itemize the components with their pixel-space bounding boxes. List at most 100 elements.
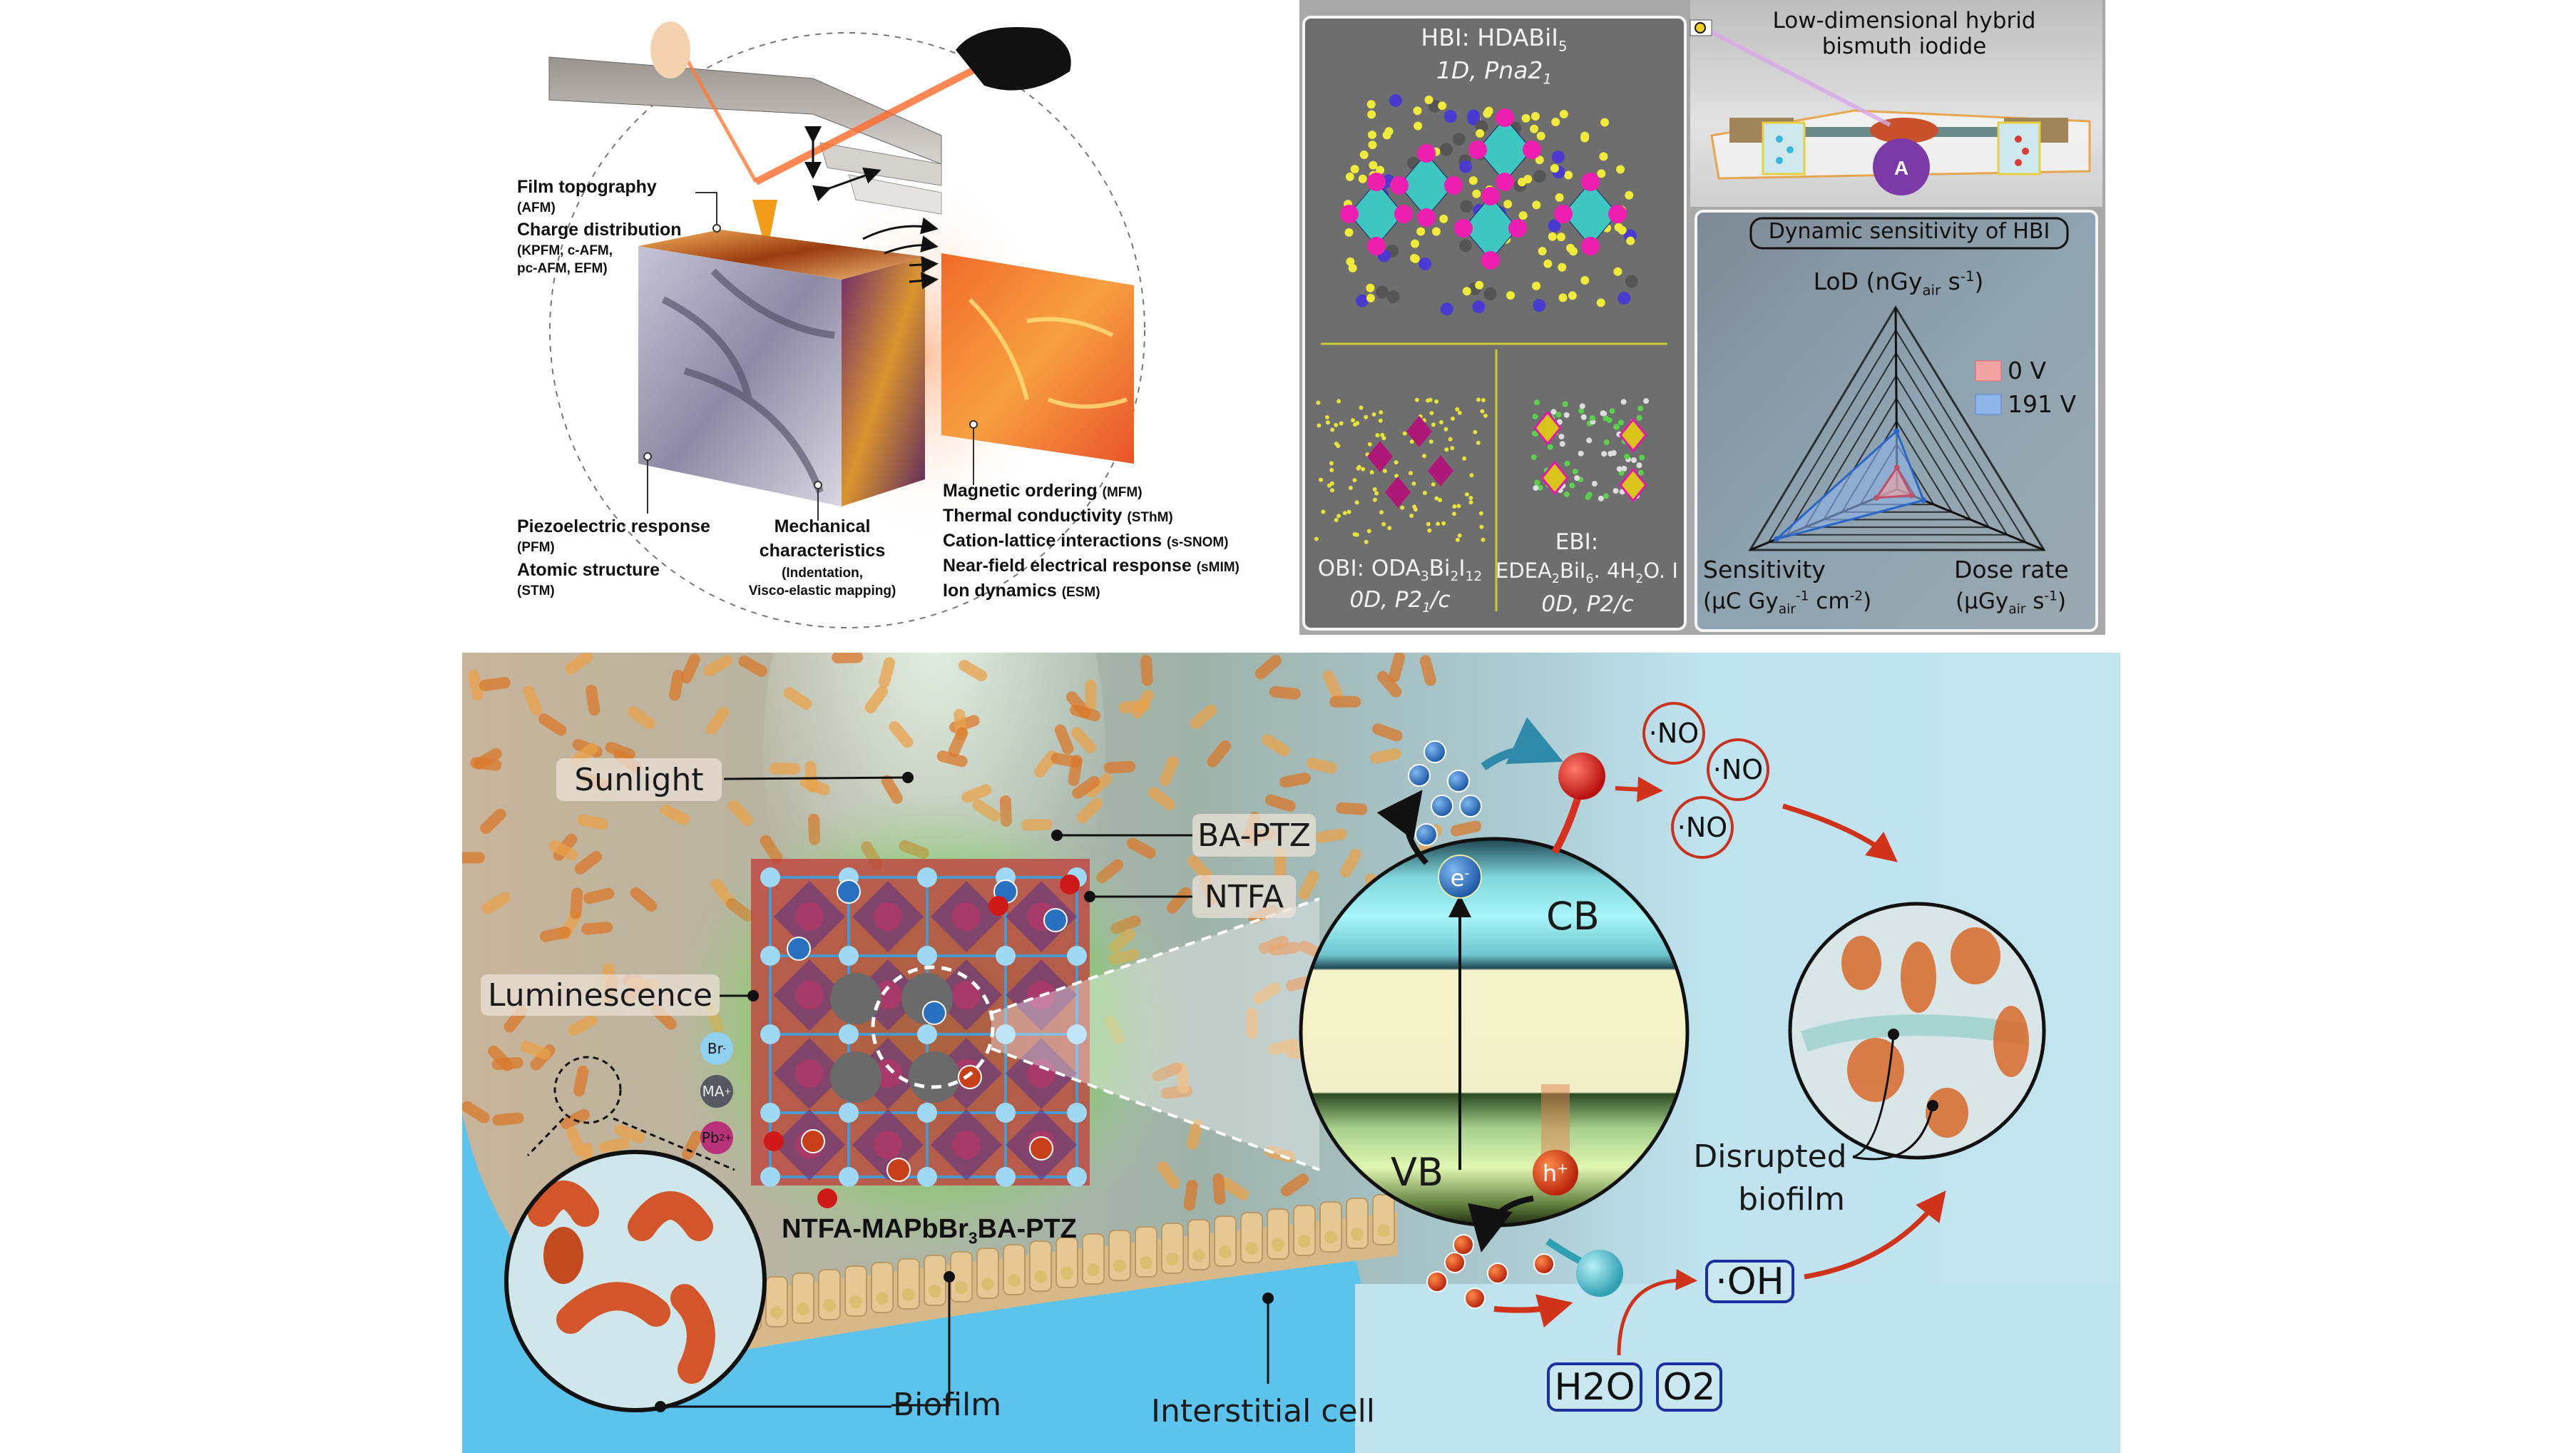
legend-label-0v: 0 V bbox=[2008, 357, 2047, 384]
atom bbox=[1346, 509, 1351, 514]
epithelial-cell bbox=[897, 1258, 920, 1310]
ebi-text: EDEA bbox=[1496, 559, 1552, 583]
atom bbox=[1414, 397, 1419, 402]
label-interstitial-cell: Interstitial cell bbox=[1150, 1393, 1376, 1429]
atom bbox=[1422, 454, 1427, 459]
atom bbox=[1364, 414, 1369, 419]
atom bbox=[1548, 232, 1557, 241]
atom bbox=[1456, 504, 1461, 509]
atom bbox=[1452, 133, 1466, 146]
disrupted-biofilm-magnifier bbox=[1790, 904, 2044, 1158]
atom bbox=[1521, 113, 1530, 123]
bacterium bbox=[1265, 794, 1296, 812]
iodine-atom bbox=[1367, 237, 1386, 255]
atom bbox=[1412, 504, 1417, 509]
iodine-atom bbox=[1581, 237, 1600, 255]
iodine-atom bbox=[1554, 205, 1573, 223]
cell-nucleus bbox=[1034, 1270, 1047, 1283]
bacterium bbox=[1316, 828, 1347, 843]
atom bbox=[1533, 399, 1540, 406]
atom bbox=[1444, 447, 1449, 452]
iodine-atom bbox=[1468, 141, 1487, 159]
hbi-title-text: HBI: HDABiI bbox=[1421, 24, 1558, 51]
electron bbox=[1438, 855, 1482, 899]
bacterium bbox=[1268, 1038, 1299, 1055]
ion-br: Br- bbox=[700, 1032, 733, 1065]
free-electron bbox=[1447, 770, 1470, 792]
technique-label: Magnetic ordering bbox=[943, 481, 1103, 501]
atom bbox=[1409, 439, 1414, 444]
obi-group-text: 0D, P2 bbox=[1349, 587, 1423, 613]
label-atomic-structure: Atomic structure bbox=[517, 560, 660, 580]
epithelial-cell bbox=[1135, 1226, 1157, 1278]
atom bbox=[1483, 287, 1497, 300]
bacterium bbox=[669, 669, 684, 701]
bacterium bbox=[1070, 704, 1100, 722]
bacterium bbox=[1054, 724, 1074, 755]
bacterium bbox=[660, 804, 690, 825]
atom bbox=[1457, 410, 1462, 415]
radar-axis-lod: LoD (nGyair s-1) bbox=[1814, 270, 1984, 297]
atom bbox=[1414, 121, 1423, 131]
atom bbox=[1448, 437, 1453, 442]
hole-text: h bbox=[1542, 1160, 1558, 1187]
atom bbox=[1367, 442, 1372, 447]
obi-sub: 2 bbox=[1450, 569, 1459, 585]
atom bbox=[1372, 487, 1377, 492]
pb-atom bbox=[795, 902, 824, 931]
epithelial-cell bbox=[924, 1255, 946, 1306]
atom bbox=[1324, 414, 1329, 419]
atom bbox=[1458, 239, 1472, 253]
technique-method: (ESM) bbox=[1061, 585, 1100, 600]
bismuth-iodide-panel bbox=[1299, 0, 2105, 635]
iodine-atom bbox=[1523, 141, 1541, 159]
bii-octahedron bbox=[1406, 416, 1432, 447]
atom bbox=[1555, 412, 1562, 418]
label-biofilm: Biofilm bbox=[893, 1387, 1002, 1423]
free-electron bbox=[1459, 795, 1482, 817]
free-electron bbox=[1408, 764, 1431, 787]
bacterium bbox=[615, 1124, 645, 1143]
ntfa-group bbox=[1060, 875, 1080, 894]
atom bbox=[1636, 414, 1642, 421]
bacterium bbox=[630, 887, 658, 912]
bacterium bbox=[586, 684, 600, 716]
atom bbox=[1359, 151, 1369, 160]
atom bbox=[1596, 298, 1605, 307]
atom bbox=[1603, 439, 1610, 446]
no-radical: ·NO bbox=[1707, 738, 1769, 801]
electron bbox=[1043, 908, 1068, 932]
atom bbox=[1464, 492, 1469, 497]
atom bbox=[1336, 399, 1341, 404]
atom bbox=[1547, 444, 1553, 450]
bacterium bbox=[769, 763, 801, 775]
cell-nucleus bbox=[981, 1278, 994, 1290]
br-atom bbox=[839, 1103, 859, 1123]
atom bbox=[1440, 143, 1453, 156]
atom bbox=[1366, 529, 1371, 534]
atom bbox=[1506, 291, 1516, 300]
atom bbox=[1550, 163, 1559, 173]
atom bbox=[1468, 496, 1473, 501]
bacterium bbox=[1167, 887, 1192, 914]
atom bbox=[1402, 431, 1407, 436]
label-characteristics: characteristics bbox=[759, 541, 886, 561]
ebi-formula: EDEA2BiI6. 4H2O. I bbox=[1496, 559, 1678, 586]
atom bbox=[1483, 413, 1488, 418]
atom bbox=[1381, 436, 1386, 441]
cell-nucleus bbox=[849, 1295, 862, 1308]
ion-label: Br bbox=[707, 1040, 723, 1057]
bacterium bbox=[573, 1065, 589, 1097]
atom bbox=[1468, 176, 1478, 185]
cell-nucleus bbox=[1008, 1274, 1021, 1287]
atom bbox=[1630, 457, 1637, 464]
atom bbox=[1428, 397, 1433, 402]
radar-point bbox=[1893, 428, 1900, 434]
atom bbox=[1438, 498, 1443, 503]
atom bbox=[1345, 172, 1354, 181]
bacterium bbox=[462, 1101, 490, 1123]
bacterium bbox=[1187, 855, 1213, 882]
epithelial-cell bbox=[1003, 1244, 1026, 1295]
cell-nucleus bbox=[770, 1306, 783, 1319]
atom bbox=[1572, 468, 1578, 474]
